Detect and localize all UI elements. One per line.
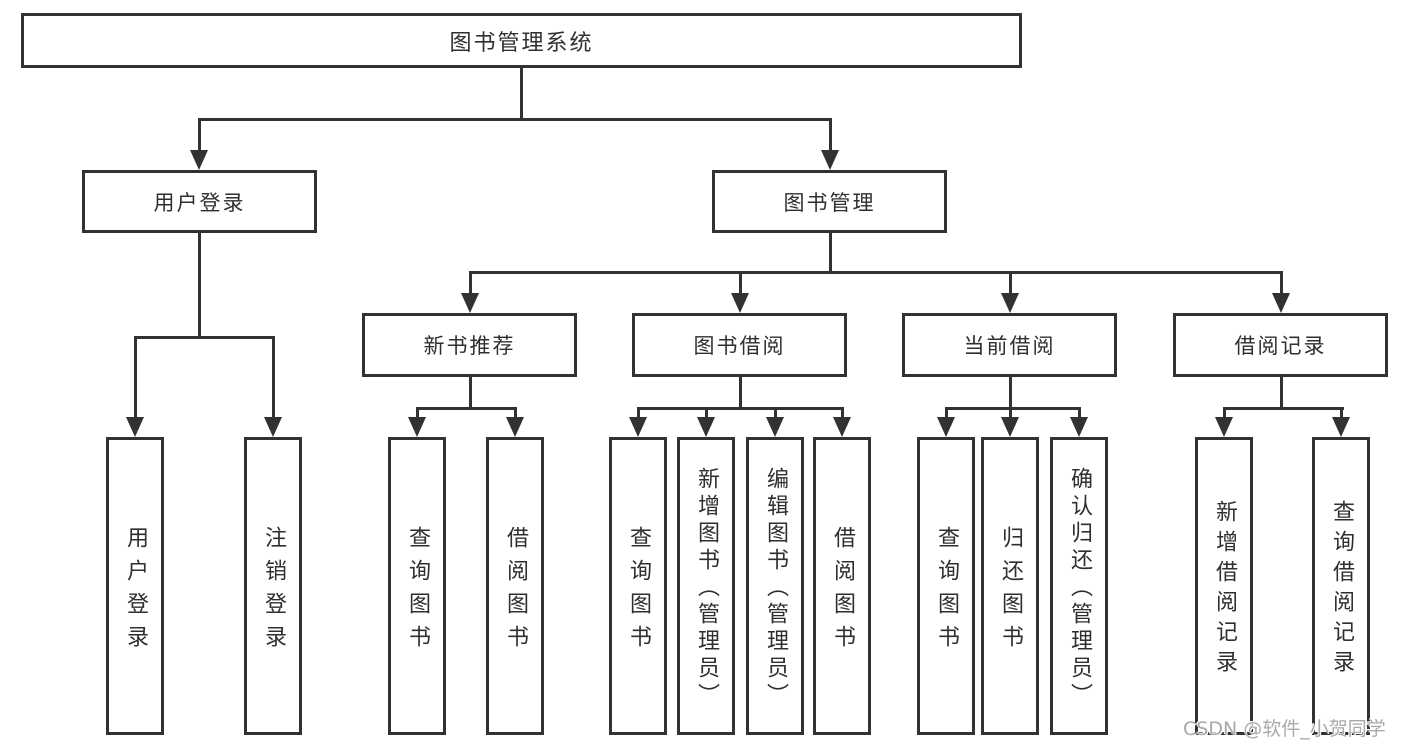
connector-line bbox=[1339, 407, 1343, 421]
arrow-down-icon bbox=[766, 417, 784, 437]
node-borrow-records-label: 借阅记录 bbox=[1234, 334, 1327, 358]
leaf-borrow-books-2: 借阅图书 bbox=[813, 437, 871, 735]
connector-line bbox=[828, 233, 832, 274]
arrow-down-icon bbox=[1070, 417, 1088, 437]
arrow-down-icon bbox=[629, 417, 647, 437]
node-book-management-label: 图书管理 bbox=[783, 190, 876, 215]
leaf-add-book-admin: 新增图书（管理员） bbox=[677, 437, 735, 735]
leaf-add-borrow-record: 新增借阅记录 bbox=[1195, 437, 1253, 735]
node-current-borrow-label: 当前借阅 bbox=[963, 334, 1056, 358]
connector-line bbox=[1279, 377, 1283, 409]
csdn-watermark: CSDN @软件_小贺同学 bbox=[1183, 718, 1386, 740]
node-current-borrow: 当前借阅 bbox=[902, 313, 1117, 377]
node-user-login: 用户登录 bbox=[82, 170, 317, 233]
connector-line bbox=[704, 407, 708, 421]
connector-line bbox=[1008, 271, 1012, 297]
leaf-user-login: 用户登录 bbox=[106, 437, 164, 735]
arrow-down-icon bbox=[264, 417, 282, 437]
connector-line bbox=[773, 407, 777, 421]
leaf-edit-book-admin-label: 编辑图书（管理员） bbox=[763, 467, 788, 710]
leaf-add-book-admin-label: 新增图书（管理员） bbox=[694, 467, 719, 710]
connector-line bbox=[840, 407, 844, 421]
arrow-down-icon bbox=[937, 417, 955, 437]
leaf-return-books-label: 归还图书 bbox=[998, 525, 1023, 658]
leaf-borrow-books-1-label: 借阅图书 bbox=[503, 525, 528, 658]
leaf-edit-book-admin: 编辑图书（管理员） bbox=[746, 437, 804, 735]
connector-line bbox=[468, 271, 472, 297]
connector-line bbox=[636, 407, 640, 421]
node-book-borrow: 图书借阅 bbox=[632, 313, 847, 377]
leaf-add-borrow-record-label: 新增借阅记录 bbox=[1212, 500, 1237, 680]
leaf-query-books-1: 查询图书 bbox=[388, 437, 446, 735]
leaf-return-books: 归还图书 bbox=[981, 437, 1039, 735]
leaf-query-borrow-record: 查询借阅记录 bbox=[1312, 437, 1370, 735]
leaf-query-borrow-record-label: 查询借阅记录 bbox=[1329, 500, 1354, 680]
connector-line bbox=[1008, 407, 1012, 421]
connector-line bbox=[197, 118, 201, 154]
node-root: 图书管理系统 bbox=[21, 13, 1022, 68]
leaf-query-books-3-label: 查询图书 bbox=[934, 525, 959, 658]
connector-line bbox=[1077, 407, 1081, 421]
arrow-down-icon bbox=[190, 150, 208, 170]
node-book-management: 图书管理 bbox=[712, 170, 947, 233]
arrow-down-icon bbox=[697, 417, 715, 437]
arrow-down-icon bbox=[1001, 417, 1019, 437]
arrow-down-icon bbox=[1272, 293, 1290, 313]
connector-line bbox=[738, 377, 742, 409]
arrow-down-icon bbox=[833, 417, 851, 437]
connector-line bbox=[197, 233, 201, 339]
node-new-book-recommend: 新书推荐 bbox=[362, 313, 577, 377]
connector-line bbox=[415, 407, 419, 421]
leaf-logout-login: 注销登录 bbox=[244, 437, 302, 735]
node-root-label: 图书管理系统 bbox=[449, 30, 594, 56]
connector-line bbox=[944, 407, 1081, 410]
arrow-down-icon bbox=[1332, 417, 1350, 437]
arrow-down-icon bbox=[821, 150, 839, 170]
arrow-down-icon bbox=[408, 417, 426, 437]
arrow-down-icon bbox=[1001, 293, 1019, 313]
connector-line bbox=[828, 118, 832, 154]
connector-line bbox=[738, 271, 742, 297]
connector-line bbox=[1279, 271, 1283, 297]
connector-line bbox=[1222, 407, 1226, 421]
connector-line bbox=[271, 336, 275, 420]
arrow-down-icon bbox=[1215, 417, 1233, 437]
leaf-query-books-1-label: 查询图书 bbox=[405, 525, 430, 658]
connector-line bbox=[519, 68, 523, 121]
leaf-logout-login-label: 注销登录 bbox=[261, 525, 286, 658]
node-borrow-records: 借阅记录 bbox=[1173, 313, 1388, 377]
arrow-down-icon bbox=[126, 417, 144, 437]
arrow-down-icon bbox=[506, 417, 524, 437]
leaf-query-books-3: 查询图书 bbox=[917, 437, 975, 735]
connector-line bbox=[513, 407, 517, 421]
connector-line bbox=[636, 407, 844, 410]
leaf-confirm-return-admin-label: 确认归还（管理员） bbox=[1067, 467, 1092, 710]
connector-line bbox=[133, 336, 275, 339]
leaf-borrow-books-1: 借阅图书 bbox=[486, 437, 544, 735]
connector-line bbox=[1008, 377, 1012, 409]
connector-line bbox=[197, 118, 832, 121]
connector-line bbox=[468, 377, 472, 409]
node-book-borrow-label: 图书借阅 bbox=[693, 334, 786, 358]
node-user-login-label: 用户登录 bbox=[153, 190, 246, 215]
leaf-query-books-2: 查询图书 bbox=[609, 437, 667, 735]
connector-line bbox=[415, 407, 517, 410]
connector-line bbox=[1222, 407, 1344, 410]
leaf-borrow-books-2-label: 借阅图书 bbox=[830, 525, 855, 658]
leaf-user-login-label: 用户登录 bbox=[123, 525, 148, 658]
leaf-confirm-return-admin: 确认归还（管理员） bbox=[1050, 437, 1108, 735]
arrow-down-icon bbox=[461, 293, 479, 313]
connector-line bbox=[944, 407, 948, 421]
node-new-book-recommend-label: 新书推荐 bbox=[423, 334, 516, 358]
connector-line bbox=[133, 336, 137, 420]
connector-line bbox=[468, 271, 1283, 274]
arrow-down-icon bbox=[731, 293, 749, 313]
leaf-query-books-2-label: 查询图书 bbox=[626, 525, 651, 658]
